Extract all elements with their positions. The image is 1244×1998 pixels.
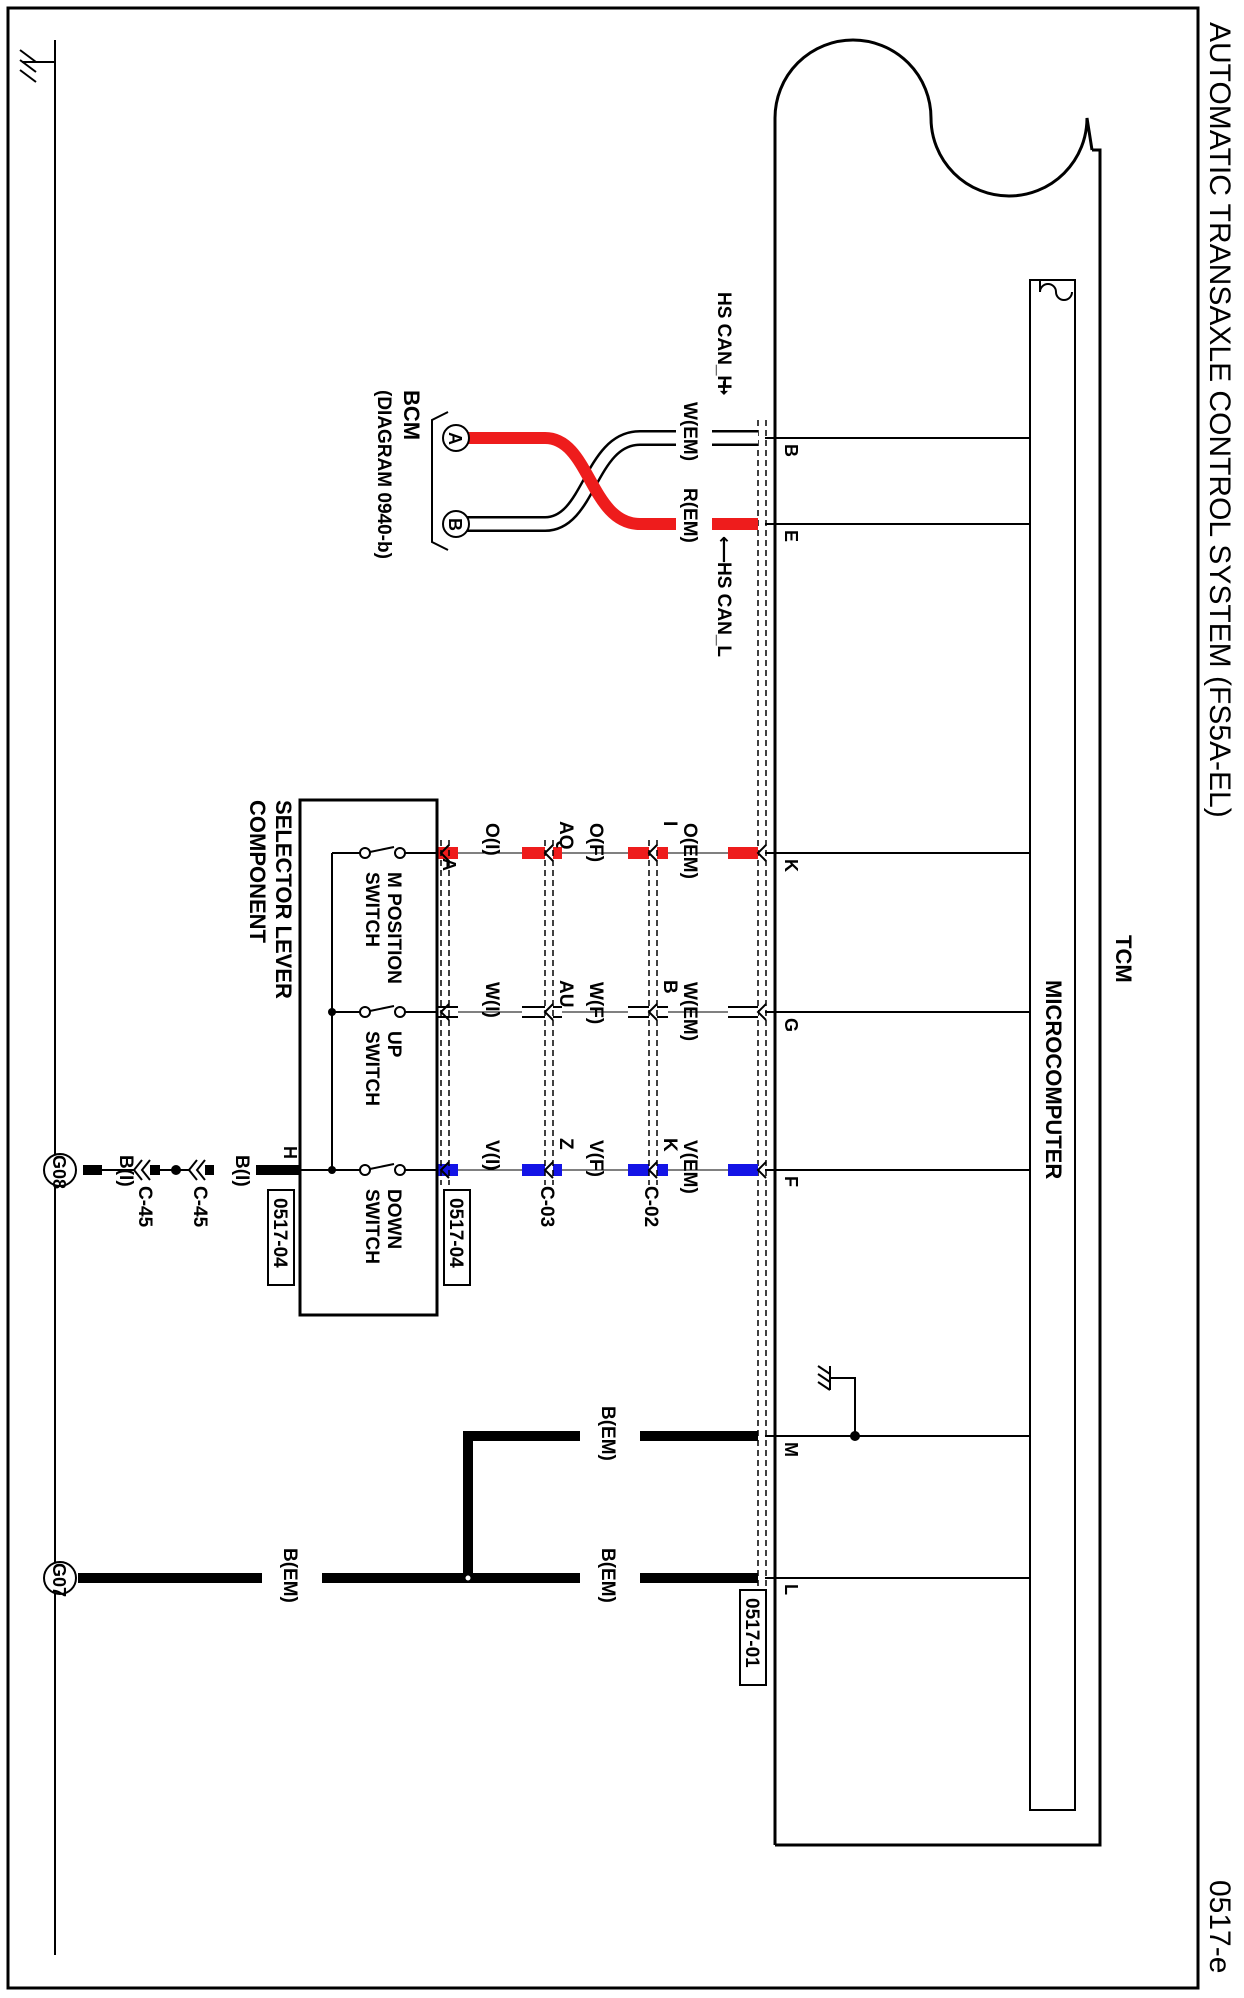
circuit-k-c03-pin-label: AQ — [555, 821, 576, 850]
g08-label: G08 — [49, 1155, 69, 1189]
g07-ground-point — [43, 1561, 77, 1595]
page-frame — [6, 6, 1200, 1990]
selector-ref-label-bottom: 0517-04 — [269, 1198, 290, 1268]
tcm-box — [773, 38, 1102, 1847]
microcomputer-label: MICROCOMPUTER — [1041, 980, 1066, 1179]
page-code: 0517-e — [1203, 1880, 1236, 1973]
circuit-g-wire-f-label: W(F) — [585, 982, 606, 1024]
diagram-title: AUTOMATIC TRANSAXLE CONTROL SYSTEM (FS5A… — [1203, 22, 1236, 818]
can-h-wire — [460, 430, 758, 532]
tcm-internal-ground-icon — [817, 1365, 860, 1441]
selector-connector-band — [440, 840, 450, 1185]
circuit-f-c03-pin-label: Z — [555, 1138, 576, 1150]
g08-ground-point — [43, 1153, 77, 1187]
selector-ref-label-top: 0517-04 — [445, 1198, 466, 1268]
bcm-ref-label: (DIAGRAM 0940-b) — [373, 390, 394, 559]
circuit-f-wire-i-label: V(I) — [481, 1140, 502, 1171]
c45-label-b: C-45 — [134, 1186, 155, 1228]
c02-connector-label: C-02 — [640, 1186, 661, 1227]
circuit-g-c03-pin-label: AU — [555, 980, 576, 1007]
selector-ref-box-top — [443, 1189, 471, 1286]
connector-chevron-icon — [543, 1161, 554, 1179]
tcm-pin-b: B — [781, 444, 801, 457]
selector-pin-a: A — [439, 858, 459, 871]
bcm-pin-b: B — [445, 518, 465, 531]
selector-lever-title-2: COMPONENT — [245, 800, 270, 944]
up-switch-label-1: UP — [383, 1031, 404, 1058]
hs-can-h-label: HS CAN_H — [713, 292, 734, 389]
g08-wire-label: B(I) — [115, 1155, 136, 1187]
microcomputer-box — [1029, 279, 1076, 1811]
connector-chevron-icon — [647, 1161, 658, 1179]
selector-lever-box — [298, 798, 439, 1317]
h-wire-label: B(I) — [231, 1155, 252, 1187]
can-l-label-gap — [676, 506, 712, 542]
l-wire-label: B(EM) — [597, 1548, 618, 1603]
selector-lever-title-1: SELECTOR LEVER — [271, 800, 296, 999]
ground-symbol-icon — [19, 49, 55, 83]
selector-circuit-wires: O(EM)I O(F) AQ O(I) W(EM)B W(F) AU W(I) V(EM)K V(… — [437, 821, 767, 1194]
bcm-label: BCM — [399, 390, 424, 440]
circuit-f-wire-f-label: V(F) — [585, 1140, 606, 1177]
circuit-k-wire-f-label: O(F) — [585, 823, 606, 862]
m-position-switch-label-2: SWITCH — [361, 872, 382, 947]
selector-junction-dot — [328, 1008, 336, 1016]
connector-chevron-icon — [756, 1161, 767, 1179]
hs-can-h-arrow-icon: ➞ — [713, 380, 734, 396]
connector-chevron-icon — [543, 844, 554, 862]
circuit-k-wire-em-label: O(EM) — [679, 823, 700, 879]
circuit-f-wire-em-label: V(EM) — [679, 1140, 700, 1194]
c03-connector-band — [544, 840, 554, 1185]
tcm-internal-lines — [765, 437, 1030, 1579]
connector-chevron-icon — [756, 1003, 767, 1021]
selector-ref-box-bottom — [267, 1189, 295, 1286]
tcm-pin-k: K — [781, 859, 801, 872]
hs-can-l-arrow-icon: ⟵ — [713, 536, 734, 563]
tcm-pin-e: E — [781, 530, 801, 542]
g07-junction-dot — [464, 1574, 472, 1582]
down-switch-label-2: SWITCH — [361, 1189, 382, 1264]
bcm-terminals — [431, 411, 470, 551]
tcm-pin-m: M — [781, 1442, 801, 1457]
connector-chevron-icon — [543, 1003, 554, 1021]
c02-connector-band — [648, 840, 658, 1185]
hs-can-l-label: HS CAN_L — [713, 562, 734, 657]
tcm-pin-f: F — [781, 1176, 801, 1187]
circuit-k-c02-pin-label: I — [659, 821, 680, 826]
c03-connector-label: C-03 — [536, 1186, 557, 1227]
down-switch-label-1: DOWN — [383, 1189, 404, 1249]
tcm-connector-band — [757, 420, 767, 1595]
circuit-f-c02-pin-label: K — [659, 1138, 680, 1152]
circuit-g-wire-em-label: W(EM) — [679, 982, 700, 1041]
circuit-g-wire-i-label: W(I) — [481, 982, 502, 1018]
tcm-pin-g: G — [781, 1018, 801, 1032]
selector-junction-dot-2 — [328, 1166, 336, 1174]
m-wire-label: B(EM) — [597, 1406, 618, 1461]
bcm-pin-a: A — [445, 432, 465, 445]
c45-label-a: C-45 — [189, 1186, 210, 1228]
tcm-ref-label: 0517-01 — [741, 1598, 762, 1668]
tcm-label: TCM — [1111, 935, 1136, 983]
circuit-g-c02-pin-label: B — [659, 980, 680, 994]
can-h-wire-label: W(EM) — [679, 402, 700, 461]
selector-pin-h: H — [280, 1146, 300, 1159]
connector-chevron-icon — [647, 844, 658, 862]
up-switch-label-2: SWITCH — [361, 1031, 382, 1106]
can-l-wire-label: R(EM) — [679, 488, 700, 543]
connector-chevron-icon — [756, 844, 767, 862]
g07-ground-wires — [78, 1431, 758, 1583]
c45-connector-icon — [102, 1159, 206, 1181]
tcm-pin-l: L — [781, 1584, 801, 1595]
m-position-switch-label-1: M POSITION — [383, 872, 404, 984]
tcm-ref-box — [739, 1589, 767, 1686]
can-h-label-gap — [676, 420, 712, 456]
circuit-k-wire-i-label: O(I) — [481, 823, 502, 856]
g07-label: G07 — [49, 1563, 69, 1597]
connector-chevron-icon — [647, 1003, 658, 1021]
g07-wire-label: B(EM) — [279, 1548, 300, 1603]
